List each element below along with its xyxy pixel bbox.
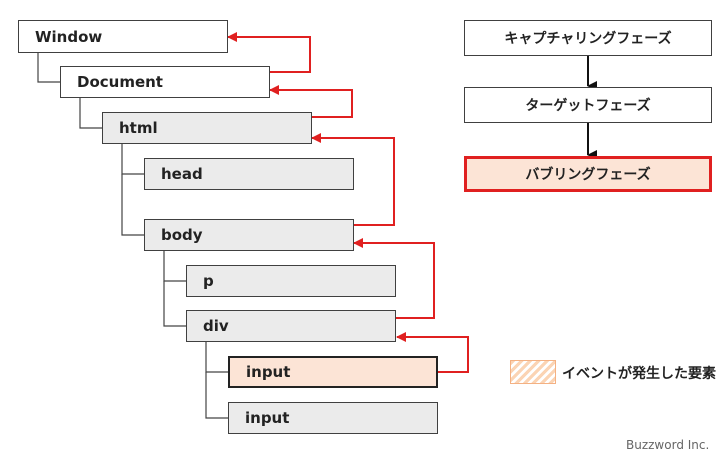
node-p: p xyxy=(186,265,396,297)
phase-target: ターゲットフェーズ xyxy=(464,87,712,123)
arrow-body-to-html xyxy=(311,133,395,226)
node-head: head xyxy=(144,158,354,190)
node-input: input xyxy=(228,402,438,434)
arrow-input-to-div xyxy=(396,332,469,373)
arrow-div-to-body xyxy=(353,238,435,319)
node-document: Document xyxy=(60,66,270,98)
legend-label: イベントが発生した要素 xyxy=(562,366,716,382)
node-input-event-target: input xyxy=(228,356,438,388)
arrow-html-to-document xyxy=(269,85,353,118)
connector-html-body xyxy=(121,174,144,236)
legend-hatched-swatch xyxy=(510,360,556,384)
tree-connectors xyxy=(37,53,228,419)
node-window: Window xyxy=(18,20,228,53)
phase-capturing: キャプチャリングフェーズ xyxy=(464,20,712,56)
phase-bubbling-highlighted: バブリングフェーズ xyxy=(464,156,712,192)
connector-window-document xyxy=(37,53,60,83)
credit-text: Buzzword Inc. xyxy=(626,438,710,452)
connector-div-input xyxy=(205,342,228,373)
connector-div-input-2 xyxy=(205,372,228,419)
connector-body-div xyxy=(163,281,186,327)
arrow-document-to-window xyxy=(227,32,311,73)
bubbling-arrows xyxy=(227,32,469,373)
node-html: html xyxy=(102,112,312,144)
node-div: div xyxy=(186,310,396,342)
node-body: body xyxy=(144,219,354,251)
connector-document-html xyxy=(79,98,102,129)
connector-html-head xyxy=(121,144,144,175)
connector-body-p xyxy=(163,251,186,282)
